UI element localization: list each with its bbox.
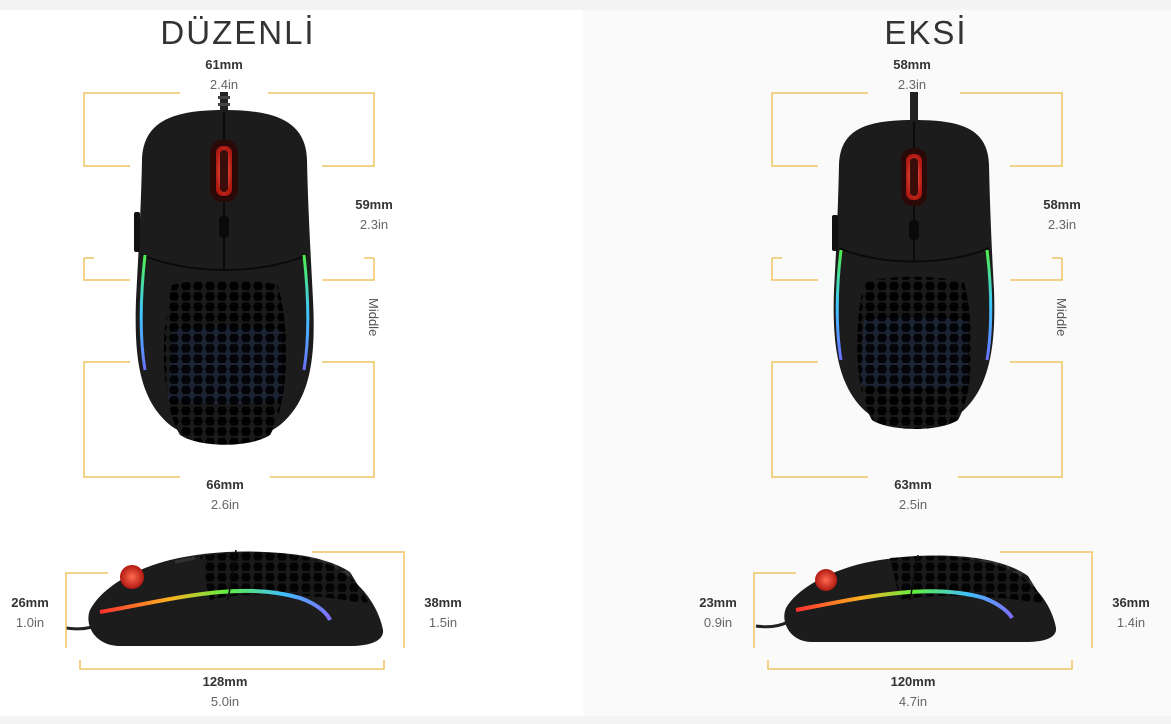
regular-side-brackets (65, 551, 405, 670)
regular-length-mm: 128mm (202, 674, 248, 689)
regular-rear-height-mm: 38mm (424, 595, 462, 610)
regular-title: DÜZENLİ (160, 14, 316, 51)
regular-width-top-in: 2.4in (209, 77, 239, 92)
minus-width-bottom: 63mm 2.5in (894, 475, 932, 515)
regular-top-brackets (83, 92, 375, 478)
minus-grip-width-in: 2.3in (1047, 217, 1077, 232)
regular-grip-width-mm: 59mm (355, 197, 393, 212)
regular-front-height: 26mm 1.0in (11, 593, 49, 633)
minus-rear-height-mm: 36mm (1112, 595, 1150, 610)
regular-grip-width: 59mm 2.3in (355, 195, 393, 235)
minus-width-top: 58mm 2.3in (893, 55, 931, 95)
minus-width-top-in: 2.3in (897, 77, 927, 92)
minus-width-bottom-in: 2.5in (898, 497, 928, 512)
regular-middle-label: Middle (366, 298, 381, 337)
regular-width-bottom-mm: 66mm (206, 477, 244, 492)
regular-front-height-in: 1.0in (15, 615, 45, 630)
regular-length: 128mm 5.0in (203, 672, 248, 712)
minus-length-in: 4.7in (898, 694, 928, 709)
regular-width-bottom: 66mm 2.6in (206, 475, 244, 515)
regular-length-in: 5.0in (210, 694, 240, 709)
regular-width-bottom-in: 2.6in (210, 497, 240, 512)
regular-rear-height: 38mm 1.5in (424, 593, 462, 633)
regular-front-height-mm: 26mm (11, 595, 49, 610)
regular-mouse-top-view (134, 92, 314, 445)
minus-front-height-mm: 23mm (699, 595, 737, 610)
minus-mouse-top-view (832, 92, 995, 429)
regular-width-top: 61mm 2.4in (205, 55, 243, 95)
minus-title: EKSİ (884, 14, 968, 51)
regular-grip-width-in: 2.3in (359, 217, 389, 232)
minus-length-mm: 120mm (890, 674, 936, 689)
minus-length: 120mm 4.7in (891, 672, 936, 712)
minus-grip-width-mm: 58mm (1043, 197, 1081, 212)
minus-rear-height-in: 1.4in (1116, 615, 1146, 630)
minus-width-bottom-mm: 63mm (894, 477, 932, 492)
minus-front-height: 23mm 0.9in (699, 593, 737, 633)
minus-mouse-side-view (755, 554, 1057, 642)
top-strip (0, 0, 1171, 10)
minus-width-top-mm: 58mm (893, 57, 931, 72)
minus-side-brackets (753, 551, 1093, 670)
regular-width-top-mm: 61mm (205, 57, 243, 72)
minus-middle-label: Middle (1054, 298, 1069, 337)
regular-mouse-side-view (65, 549, 384, 646)
bottom-strip (0, 716, 1171, 724)
minus-grip-width: 58mm 2.3in (1043, 195, 1081, 235)
minus-top-brackets (771, 92, 1063, 478)
minus-rear-height: 36mm 1.4in (1112, 593, 1150, 633)
regular-rear-height-in: 1.5in (428, 615, 458, 630)
minus-front-height-in: 0.9in (703, 615, 733, 630)
